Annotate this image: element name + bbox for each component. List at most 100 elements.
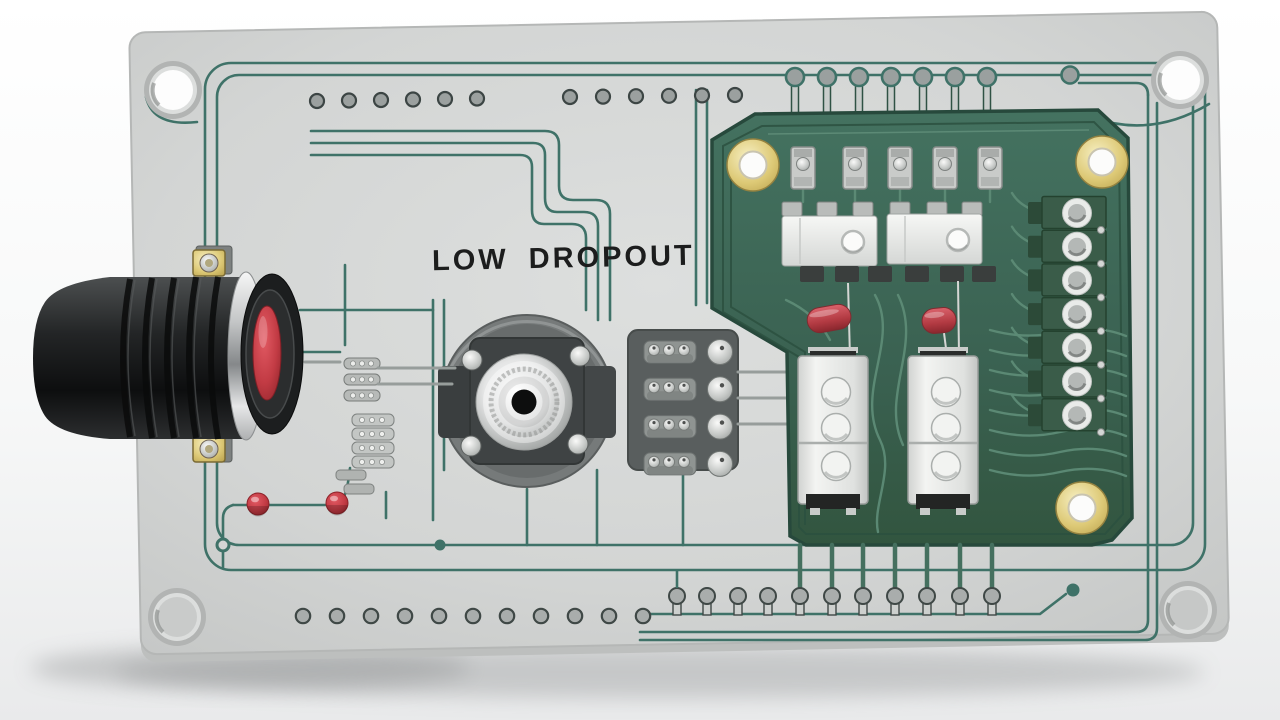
via — [693, 87, 711, 104]
dip-dome-large[interactable] — [707, 376, 733, 403]
via — [464, 607, 482, 625]
daughterboard-gold-holes — [726, 135, 1129, 535]
ring-via — [816, 66, 838, 88]
relay-window — [930, 450, 962, 482]
dip-dome-small[interactable] — [662, 381, 676, 394]
trace-donut-via — [215, 537, 231, 553]
dip-dome-small[interactable] — [647, 418, 661, 431]
relay-window — [820, 450, 852, 482]
dip-dome-large[interactable] — [707, 450, 733, 477]
rotary-ring-highlight — [445, 320, 609, 377]
module-hole — [840, 229, 866, 255]
terminal-block — [1028, 195, 1107, 437]
dip-row-lower — [647, 465, 693, 475]
relay-window — [820, 376, 852, 408]
button-red-cap[interactable] — [252, 305, 282, 401]
relay-foot — [810, 508, 820, 515]
pin-head — [951, 587, 969, 605]
terminal-screw-slot — [1067, 214, 1087, 223]
dip-dome-small[interactable] — [677, 455, 691, 468]
gold-hole-center — [1067, 493, 1097, 523]
smd-tab — [981, 177, 999, 186]
terminal-screw-slot — [1067, 281, 1087, 290]
wave-trace — [988, 467, 1128, 478]
dip-row-lower — [647, 428, 693, 438]
via — [532, 607, 550, 625]
dip-dome-large[interactable] — [707, 413, 733, 440]
dip-dome-dot — [682, 383, 686, 387]
dip-dome-large[interactable] — [707, 339, 733, 365]
relay-lip — [808, 347, 858, 353]
dip-dome-small[interactable] — [677, 381, 691, 394]
terminal-tab — [1028, 235, 1044, 258]
dip-dome-dot — [652, 346, 656, 350]
rotary-tab-right — [582, 366, 616, 438]
mounting-hole — [1160, 60, 1200, 100]
pad — [816, 201, 838, 217]
dip-dome-dot — [719, 383, 725, 388]
ring-via — [1060, 65, 1080, 85]
pin-head — [698, 587, 716, 605]
pin-head — [854, 587, 872, 605]
rotary-ball-tr — [569, 345, 591, 367]
indicator-led — [325, 491, 349, 515]
pad — [781, 201, 803, 217]
dip-dome-dot — [667, 346, 671, 350]
dip-dome-small[interactable] — [647, 455, 661, 468]
gold-hole-center — [1087, 147, 1117, 177]
via — [430, 607, 448, 625]
dip-dome-small[interactable] — [662, 418, 676, 431]
rotary-knob-ring — [483, 361, 565, 443]
push-button[interactable] — [33, 245, 304, 463]
dip-dome-small[interactable] — [647, 381, 661, 394]
capacitor — [921, 307, 957, 334]
cluster-pin — [367, 376, 374, 383]
dip-dome-dot — [667, 383, 671, 387]
relay-window-shade — [823, 470, 849, 479]
relay-window — [930, 412, 962, 444]
led-highlight — [251, 496, 259, 503]
terminal-screw-slot — [1067, 416, 1087, 425]
dip-dome-small[interactable] — [677, 418, 691, 431]
hole-shadow — [1157, 72, 1168, 97]
indicator-led — [246, 492, 270, 516]
rotary-actuator[interactable] — [438, 314, 616, 488]
via — [726, 86, 744, 104]
terminal-screw-slot — [1067, 248, 1087, 257]
mounting-hole — [157, 597, 197, 637]
terminal-screw-center — [1068, 237, 1086, 256]
ring-via — [784, 66, 806, 88]
dip-dome-small[interactable] — [677, 343, 691, 357]
via-lead — [790, 83, 800, 117]
ring-via — [912, 66, 934, 88]
smd-parts — [790, 146, 1003, 190]
cluster-pin — [367, 392, 374, 399]
relay-window-shade — [933, 396, 959, 405]
daughterboard-edge-highlight — [767, 129, 1090, 135]
dip-dome-small[interactable] — [647, 343, 661, 357]
terminal-dot — [1097, 327, 1105, 336]
terminal-tab — [1028, 370, 1044, 393]
capacitor — [806, 303, 852, 334]
silkscreen-label: LOW DROPOUT — [432, 240, 695, 277]
led-shade — [326, 505, 348, 516]
dip-dome-small[interactable] — [662, 455, 676, 468]
hole-shadow — [150, 82, 161, 107]
cluster-pin — [358, 458, 365, 465]
pad-dark — [905, 266, 929, 282]
ring-via — [976, 66, 998, 88]
dip-dome-dot — [682, 421, 686, 425]
cluster-pin — [378, 458, 385, 465]
dip-block — [627, 329, 739, 477]
pin-head — [983, 587, 1001, 605]
via — [627, 88, 645, 105]
cluster-pin — [367, 360, 374, 367]
via — [600, 607, 618, 625]
cluster-pin — [358, 430, 365, 437]
via — [594, 88, 612, 105]
rotary-knob-shade — [498, 376, 550, 428]
rotary-knurl — [488, 366, 560, 438]
smd-dome — [848, 157, 862, 171]
dip-dome-small[interactable] — [662, 343, 676, 357]
via — [340, 92, 358, 109]
